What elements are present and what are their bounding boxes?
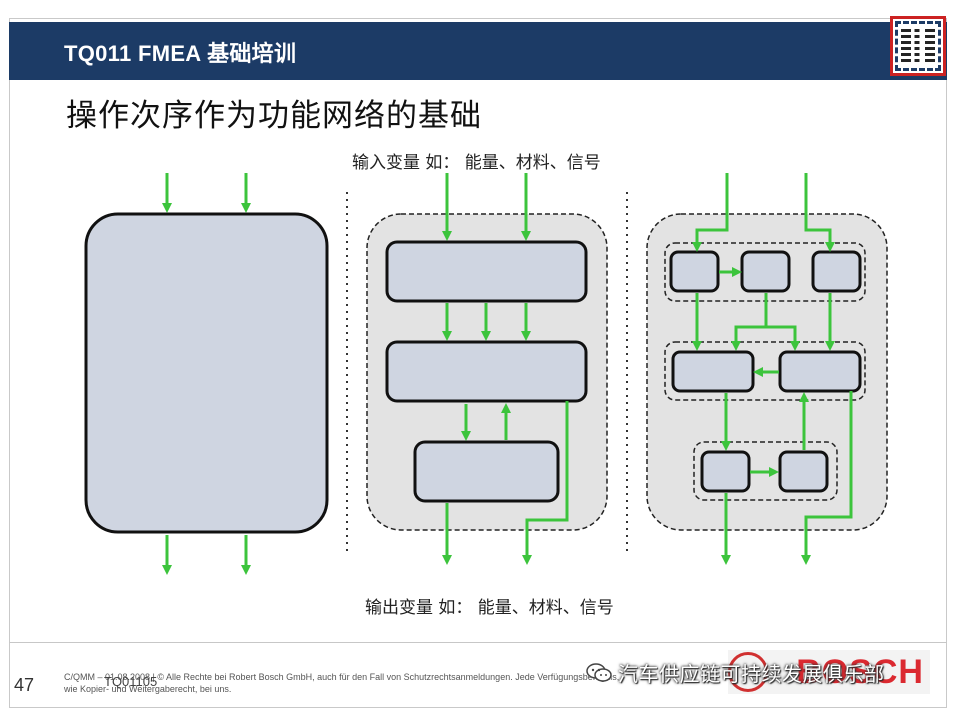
document-id: TQ01105 bbox=[104, 674, 158, 689]
header-bar bbox=[9, 22, 947, 80]
output-arrow bbox=[801, 391, 853, 565]
bosch-logo-text: BOSCH bbox=[796, 652, 924, 691]
flow-arrow bbox=[731, 293, 768, 351]
panel-stacked-blocks bbox=[366, 173, 608, 565]
page-number: 47 bbox=[14, 675, 35, 695]
panel-black-box bbox=[84, 173, 329, 575]
function-block bbox=[778, 450, 829, 493]
bosch-logo-icon: BOSCH bbox=[728, 650, 930, 694]
qr-code-icon bbox=[890, 16, 946, 76]
input-variables-label: 输入变量 如： 能量、材料、信号 bbox=[352, 153, 601, 173]
process-block bbox=[413, 440, 560, 503]
bosch-armature-icon bbox=[728, 652, 768, 692]
subsystem-group bbox=[664, 341, 866, 401]
process-block bbox=[385, 340, 588, 403]
function-block bbox=[778, 350, 862, 393]
system-block bbox=[84, 212, 329, 534]
wechat-icon bbox=[586, 662, 612, 682]
panel-function-network bbox=[646, 173, 888, 565]
footer-divider bbox=[9, 642, 947, 643]
input-arrow bbox=[692, 173, 729, 252]
function-block bbox=[671, 350, 755, 393]
function-block bbox=[811, 250, 862, 293]
output-arrow bbox=[522, 401, 569, 565]
slide-title: 操作次序作为功能网络的基础 bbox=[66, 98, 482, 134]
watermark: 汽车供应链可持续发展俱乐部 bbox=[586, 658, 885, 687]
process-block bbox=[385, 240, 588, 303]
flow-arrow bbox=[766, 325, 800, 351]
function-block bbox=[700, 450, 751, 493]
output-variables-label: 输出变量 如： 能量、材料、信号 bbox=[365, 598, 614, 618]
function-block bbox=[669, 250, 720, 293]
input-arrow bbox=[804, 173, 835, 252]
function-block bbox=[740, 250, 791, 293]
footer-legal-text: C/QMM – 01.08.2008 | © Alle Rechte bei R… bbox=[64, 672, 620, 694]
watermark-text: 汽车供应链可持续发展俱乐部 bbox=[618, 662, 885, 686]
header-title: TQ011 FMEA 基础培训 bbox=[64, 41, 297, 66]
